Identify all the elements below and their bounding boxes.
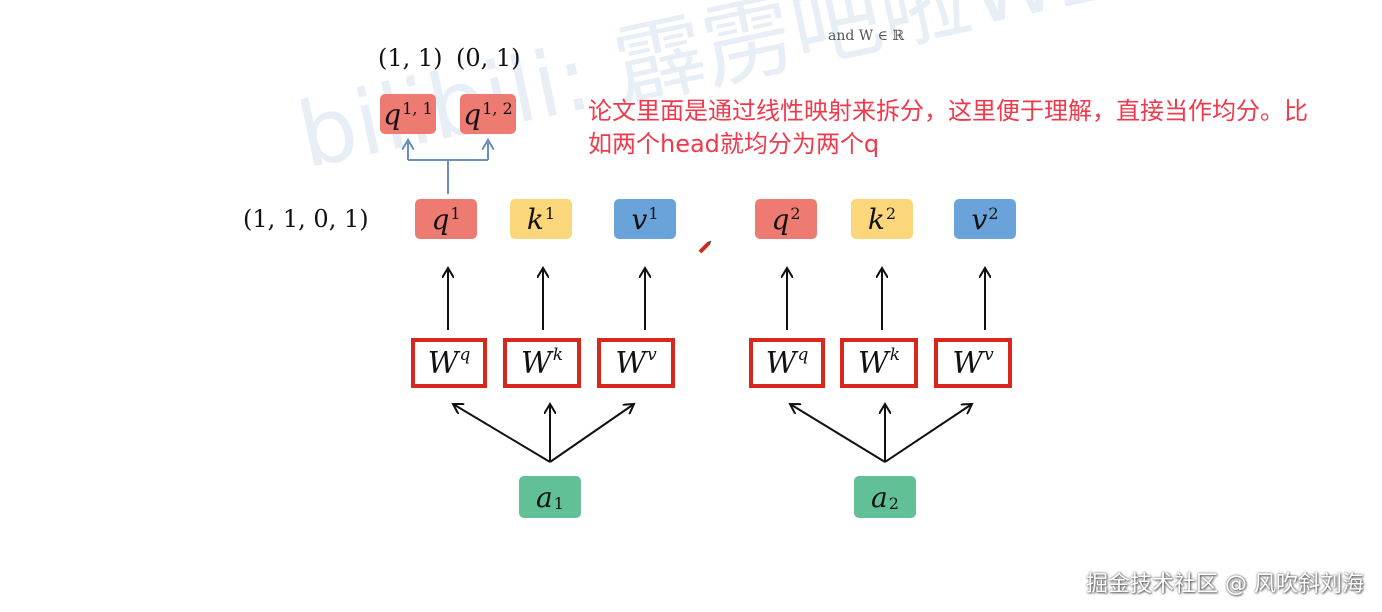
head1-wq-var: W [427, 345, 459, 381]
head1-v-var: v [631, 202, 648, 236]
head2-wk-var: W [857, 345, 889, 381]
head1-wv-sup: v [647, 345, 657, 365]
head1-arrows [448, 268, 645, 463]
q12-var: q [463, 97, 482, 131]
split-arrows [408, 140, 488, 194]
head2-q-sup: 2 [790, 203, 801, 223]
head2-wv-sup: v [984, 345, 994, 365]
q11-var: q [383, 97, 402, 131]
head2-v-sup: 2 [988, 203, 999, 223]
head1-wv-var: W [615, 345, 647, 381]
footer-credit: 掘金技术社区 @ 风吹斜刘海 [1086, 572, 1364, 597]
a1-var: a [536, 480, 553, 514]
head2-wk-sup: k [889, 345, 901, 365]
head2-wq-var: W [765, 345, 797, 381]
head2-arrows [787, 268, 985, 463]
head2-q-var: q [771, 202, 790, 236]
head1-k-sup: 1 [544, 203, 556, 223]
head2-wq-sup: q [797, 345, 809, 365]
head1-wk-var: W [520, 345, 552, 381]
a2-var: a [871, 480, 888, 514]
top-text-fragment: and W ∈ ℝ [828, 28, 905, 44]
pen-cursor-icon [698, 240, 712, 254]
tuple-q1: (1, 1, 0, 1) [243, 205, 369, 233]
head1-wq-sup: q [459, 345, 471, 365]
tuple-q12: (0, 1) [456, 44, 521, 72]
head1-k-var: k [526, 202, 544, 236]
head1-q-sup: 1 [450, 203, 461, 223]
q12-sup: 1, 2 [482, 98, 513, 118]
a1-sub: 1 [553, 493, 564, 513]
head2-wv-var: W [952, 345, 984, 381]
tuple-q11: (1, 1) [378, 44, 443, 72]
annotation-text: 论文里面是通过线性映射来拆分，这里便于理解，直接当作均分。比如两个head就均分… [588, 97, 1308, 158]
head1-wk-sup: k [552, 345, 564, 365]
head1-v-sup: 1 [648, 203, 659, 223]
head1-q-var: q [431, 202, 450, 236]
head2-v-var: v [971, 202, 988, 236]
head2-k-var: k [867, 202, 885, 236]
head2-k-sup: 2 [885, 203, 897, 223]
q11-sup: 1, 1 [402, 98, 433, 118]
a2-sub: 2 [888, 493, 899, 513]
